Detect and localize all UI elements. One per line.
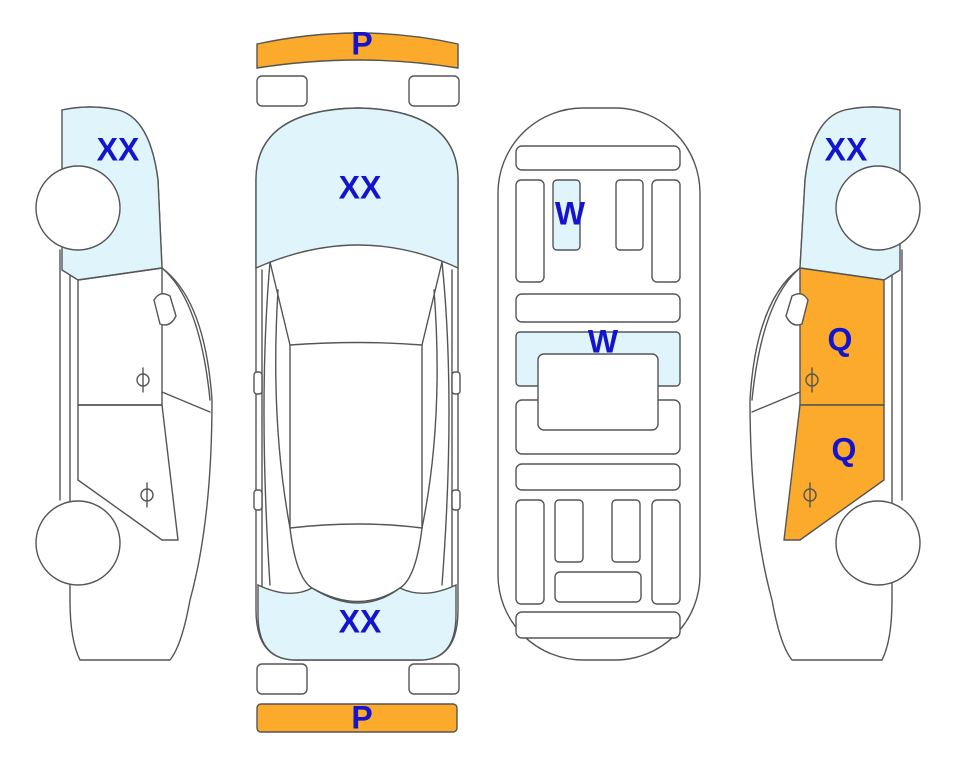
rear-seat-back [515,463,681,491]
top-view: P XX XX P [253,25,461,735]
left-front-label: XX [97,131,140,167]
right-mirror [785,293,809,326]
right-a-pillar [421,289,438,529]
left-door-handle-rear [140,482,154,508]
right-rear-door-label: Q [832,431,857,467]
left-handle-top [253,489,263,511]
hood-zone [255,107,459,270]
cabin-roof [289,344,423,529]
left-front-wheel [35,165,121,251]
front-bumper-label: P [351,25,372,61]
rear-right-light [408,663,460,695]
right-rear-door-zone [783,404,885,541]
left-a-pillar [275,289,291,529]
hood-label: XX [339,169,382,205]
left-side-view: XX [35,106,213,661]
rear-right-inner-seat [611,499,641,563]
front-seat-back [515,293,681,323]
left-mirror-top [253,371,263,395]
rear-left-inner-seat [554,499,584,563]
windshield [269,261,443,346]
right-front-seat [651,179,681,283]
right-windshield-line [751,267,801,401]
front-left-light [256,75,308,107]
rear-right-seat [651,499,681,605]
rear-console [554,571,642,603]
trunk-label: XX [339,603,382,639]
left-windshield-line [161,267,211,401]
trunk-zone [257,583,457,661]
rear-shelf [515,611,681,639]
right-mirror-top [451,371,461,395]
left-mirror [153,293,177,326]
right-door-handle-front [805,367,819,393]
right-front-wheel [835,165,921,251]
sunroof [537,353,659,431]
left-side-glass [263,261,271,586]
left-window-line [161,391,211,413]
rear-window [289,527,423,603]
right-door-handle-rear [803,482,817,508]
rear-left-light [256,663,308,695]
right-side-glass [441,261,450,586]
left-rear-door [77,404,179,541]
dashboard [515,145,681,171]
right-front-door-label: Q [828,321,853,357]
right-window-line [751,391,801,413]
front-right-light [408,75,460,107]
rear-bumper-label: P [351,699,372,735]
rear-left-seat [515,499,545,605]
right-front-seat-inner [615,179,644,251]
right-side-view: XX Q Q [749,106,921,661]
left-front-seat [515,179,545,283]
left-front-seat-inner [552,179,581,251]
roof-dash-label: W [555,195,586,231]
left-rear-wheel [35,500,121,586]
right-front-label: XX [825,131,868,167]
rear-bumper-zone [256,703,458,733]
front-bumper-zone [256,32,459,69]
right-rear-wheel [835,500,921,586]
right-handle-top [451,489,461,511]
left-door-handle-front [136,367,150,393]
interior-view: W W [497,107,701,661]
